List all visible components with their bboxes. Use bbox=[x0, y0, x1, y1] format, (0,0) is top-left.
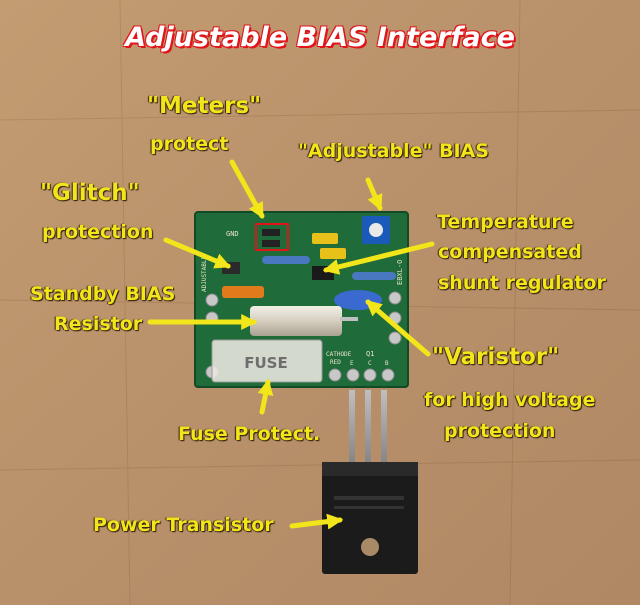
blue-resistor-1 bbox=[262, 256, 310, 264]
label-varistor-sub-1: for high voltage bbox=[424, 389, 596, 411]
transistor-leads bbox=[349, 390, 387, 470]
arrow-glitch bbox=[163, 237, 231, 269]
silk-board: EBXL-O bbox=[396, 260, 404, 285]
diode-d1 bbox=[262, 229, 280, 236]
annotation-arrows bbox=[147, 159, 435, 530]
resistor-lead bbox=[340, 317, 358, 321]
arrow-meters bbox=[229, 159, 265, 219]
standby-bias-resistor bbox=[250, 306, 342, 336]
capacitor-yellow-2 bbox=[320, 248, 346, 259]
label-power-transistor: Power Transistor bbox=[93, 514, 274, 536]
label-adjustable: "Adjustable" BIAS bbox=[298, 140, 489, 162]
silk-cathode: CATHODE bbox=[326, 351, 352, 358]
capacitor-yellow-1 bbox=[312, 233, 338, 244]
arrow-varistor bbox=[365, 299, 431, 357]
label-standby-bias: Standby BIAS bbox=[30, 283, 176, 305]
blue-resistor-2 bbox=[352, 272, 396, 280]
label-glitch: "Glitch" bbox=[40, 180, 140, 206]
arrow-fuse bbox=[257, 378, 274, 415]
label-meters: "Meters" bbox=[147, 93, 262, 119]
silk-gnd: GND bbox=[226, 230, 239, 238]
label-glitch-sub: protection bbox=[42, 221, 154, 243]
arrow-adjustable bbox=[365, 177, 383, 211]
label-varistor-sub-2: protection bbox=[444, 420, 556, 442]
silk-q1: Q1 bbox=[366, 350, 374, 358]
label-varistor: "Varistor" bbox=[432, 344, 560, 370]
meters-protect-box bbox=[255, 223, 289, 251]
silk-red: RED bbox=[330, 359, 341, 366]
power-transistor bbox=[322, 462, 418, 574]
fuse-text: FUSE bbox=[244, 354, 287, 372]
label-meters-sub: protect bbox=[150, 133, 229, 155]
silk-c: C bbox=[368, 360, 372, 367]
label-shunt-regulator: shunt regulator bbox=[438, 272, 606, 294]
orange-capacitor bbox=[222, 286, 264, 298]
silk-adjust: ADJUSTABLE bbox=[201, 255, 208, 292]
label-temperature: Temperature bbox=[437, 211, 574, 233]
arrow-power bbox=[289, 513, 344, 530]
label-compensated: compensated bbox=[438, 241, 582, 263]
diode-d2 bbox=[262, 240, 280, 247]
trimmer-screw bbox=[369, 223, 383, 237]
silk-b: B bbox=[385, 360, 389, 367]
arrow-temperature bbox=[322, 241, 435, 275]
page-title: Adjustable BIAS Interface bbox=[125, 22, 515, 53]
label-resistor: Resistor bbox=[54, 313, 143, 335]
silk-e: E bbox=[350, 360, 354, 367]
label-fuse: Fuse Protect. bbox=[178, 423, 321, 445]
